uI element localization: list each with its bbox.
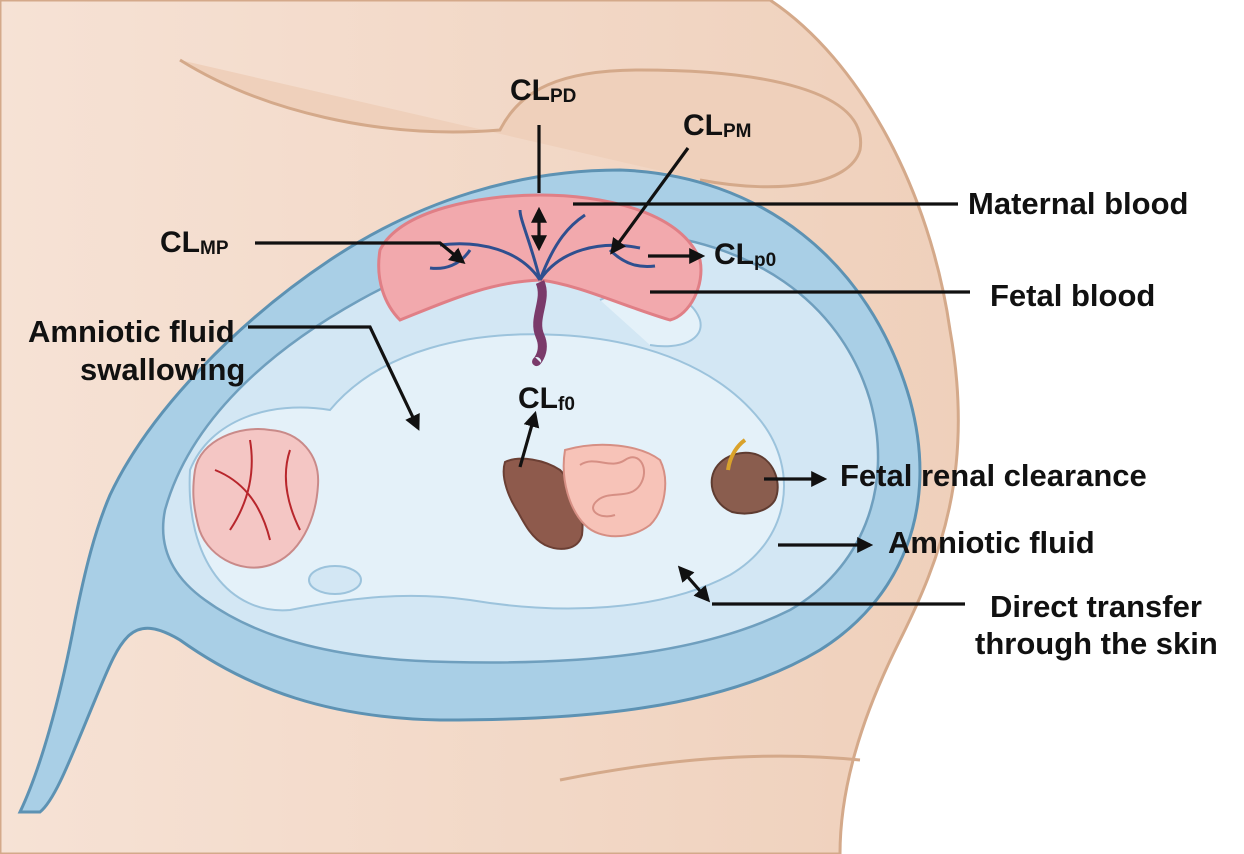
label-direct-transfer-line2: through the skin [975,626,1218,661]
label-fetal-renal-clearance: Fetal renal clearance [840,458,1147,493]
kidney [712,453,778,514]
label-maternal-blood: Maternal blood [968,186,1188,221]
label-direct-transfer-line1: Direct transfer [990,589,1202,624]
label-swallowing-line2: swallowing [80,352,245,387]
label-amniotic-fluid: Amniotic fluid [888,525,1095,560]
fetus-umbilicus [309,566,361,594]
label-swallowing-line1: Amniotic fluid [28,314,235,349]
label-fetal-blood: Fetal blood [990,278,1155,313]
